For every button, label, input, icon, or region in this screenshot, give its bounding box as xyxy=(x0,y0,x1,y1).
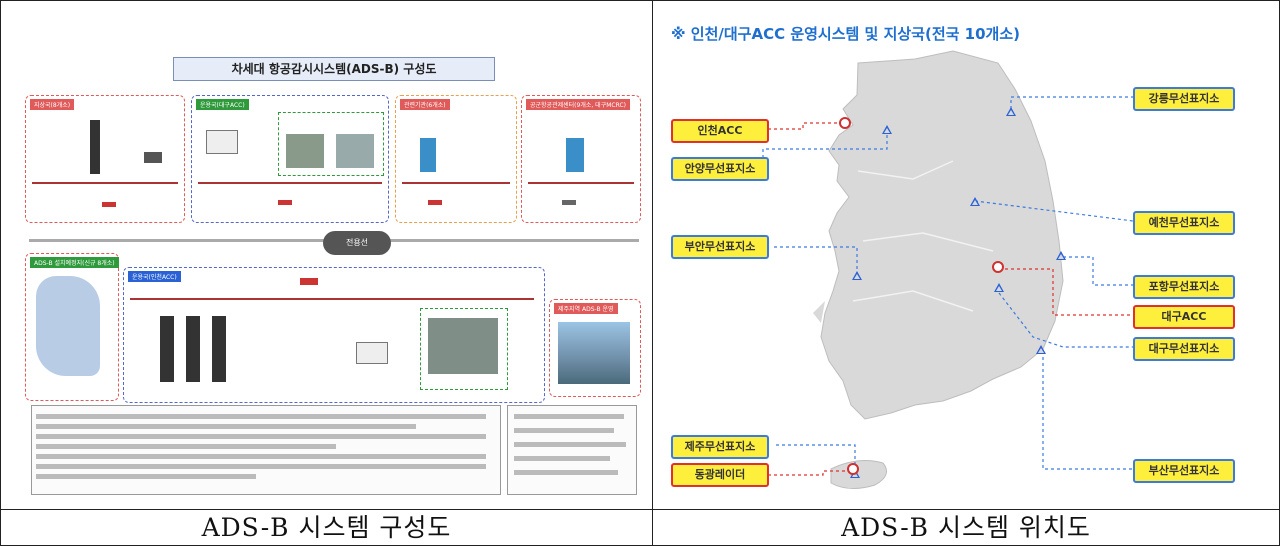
box-label: 운용국(대구ACC) xyxy=(196,99,249,110)
notes-line xyxy=(36,454,486,459)
label-daegu-acc: 대구ACC xyxy=(1133,305,1235,329)
notes-line xyxy=(36,474,256,479)
workstation-icon xyxy=(206,130,238,154)
notes-line xyxy=(36,464,486,469)
caption-left: ADS-B 시스템 구성도 xyxy=(201,513,452,542)
server-cabinet-icon xyxy=(428,318,498,374)
box-label: ADS-B 설치예정지(신규 8개소) xyxy=(30,257,119,268)
box-daegu-acc: 운용국(대구ACC) xyxy=(191,95,389,223)
server-rack-icon xyxy=(186,316,200,382)
router-icon xyxy=(300,278,318,285)
leased-line-node: 전용선 xyxy=(323,231,391,255)
box-label: 운용국(인천ACC) xyxy=(128,271,181,282)
server-cabinet-icon xyxy=(336,134,374,168)
box-jeju: 제주지역 ADS-B 운영 xyxy=(549,299,641,397)
korea-map xyxy=(762,50,1134,489)
network-line xyxy=(130,298,534,300)
label-donggwang-radar: 동광레이더 xyxy=(671,463,769,487)
label-yecheon: 예천무선표지소 xyxy=(1133,211,1235,235)
box-airforce-center: 공군항공관제센터(9개소, 대구MCRC) xyxy=(521,95,641,223)
station-marker-icon xyxy=(970,197,980,206)
label-gangneung: 강릉무선표지소 xyxy=(1133,87,1235,111)
label-jeju: 제주무선표지소 xyxy=(671,435,769,459)
caption-right: ADS-B 시스템 위치도 xyxy=(841,513,1091,542)
station-marker-icon xyxy=(1006,107,1016,116)
box-related-agencies: 관련기관(6개소) xyxy=(395,95,517,223)
acc-marker-icon xyxy=(839,117,851,129)
legend-box xyxy=(507,405,637,495)
station-marker-icon xyxy=(994,283,1004,292)
legend-line xyxy=(514,456,610,461)
label-busan: 부산무선표지소 xyxy=(1133,459,1235,483)
server-group xyxy=(278,112,384,176)
server-rack-icon xyxy=(160,316,174,382)
label-anyang: 안양무선표지소 xyxy=(671,157,769,181)
notes-line xyxy=(36,424,416,429)
router-icon xyxy=(102,202,116,207)
station-marker-icon xyxy=(882,125,892,134)
server-rack-icon xyxy=(90,120,100,174)
site-photo xyxy=(558,322,630,384)
system-diagram: 차세대 항공감시시스템(ADS-B) 구성도 지상국(8개소) 운용국(대구AC… xyxy=(23,53,643,499)
server-cabinet-icon xyxy=(286,134,324,168)
legend-line xyxy=(514,442,626,447)
network-line xyxy=(402,182,510,184)
box-ground-stations: 지상국(8개소) xyxy=(25,95,185,223)
station-marker-icon xyxy=(1036,345,1046,354)
legend-line xyxy=(514,414,624,419)
server-rack-icon xyxy=(212,316,226,382)
location-map: ※ 인천/대구ACC 운영시스템 및 지상국(전국 10개소) xyxy=(653,1,1279,509)
radar-marker-icon xyxy=(847,463,859,475)
network-line xyxy=(198,182,382,184)
box-incheon-acc: 운용국(인천ACC) xyxy=(123,267,545,403)
router-icon xyxy=(428,200,442,205)
notes-box xyxy=(31,405,501,495)
workstation-icon xyxy=(356,342,388,364)
legend-line xyxy=(514,470,618,475)
box-label: 지상국(8개소) xyxy=(30,99,75,110)
station-marker-icon xyxy=(852,271,862,280)
label-incheon-acc: 인천ACC xyxy=(671,119,769,143)
box-label: 관련기관(6개소) xyxy=(400,99,450,110)
diagram-title: 차세대 항공감시시스템(ADS-B) 구성도 xyxy=(173,57,495,81)
box-new-sites: ADS-B 설치예정지(신규 8개소) xyxy=(25,253,119,401)
korea-minimap xyxy=(36,276,100,376)
network-line xyxy=(32,182,178,184)
label-pohang: 포항무선표지소 xyxy=(1133,275,1235,299)
label-buan: 부안무선표지소 xyxy=(671,235,769,259)
box-label: 제주지역 ADS-B 운영 xyxy=(554,303,618,314)
router-icon xyxy=(562,200,576,205)
legend-line xyxy=(514,428,614,433)
router-icon xyxy=(278,200,292,205)
kiosk-icon xyxy=(420,138,436,172)
kiosk-icon xyxy=(566,138,584,172)
network-line xyxy=(528,182,634,184)
notes-line xyxy=(36,414,486,419)
notes-line xyxy=(36,444,336,449)
acc-marker-icon xyxy=(992,261,1004,273)
caption-divider xyxy=(1,509,1279,510)
label-daegu-station: 대구무선표지소 xyxy=(1133,337,1235,361)
box-label: 공군항공관제센터(9개소, 대구MCRC) xyxy=(526,99,630,110)
station-marker-icon xyxy=(1056,251,1066,260)
column-divider xyxy=(652,1,653,545)
notes-line xyxy=(36,434,486,439)
server-group xyxy=(420,308,508,390)
laptop-icon xyxy=(144,152,162,163)
map-title: ※ 인천/대구ACC 운영시스템 및 지상국(전국 10개소) xyxy=(671,25,1020,43)
